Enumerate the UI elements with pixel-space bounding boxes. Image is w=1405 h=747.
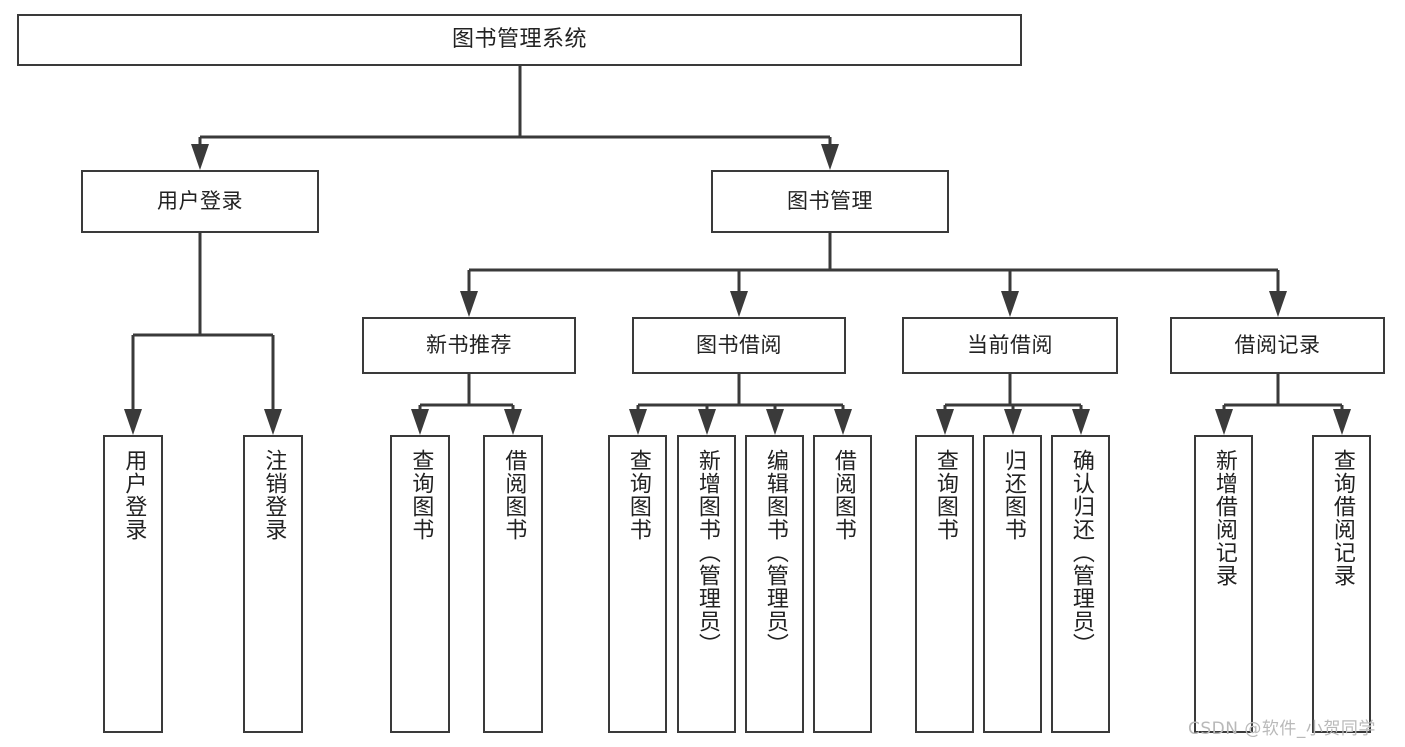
node-book-borrow[interactable]: 图书借阅 bbox=[632, 317, 846, 374]
node-leaf-query-book-new[interactable]: 查询图书 bbox=[390, 435, 450, 733]
arrow-head-leaf-logout bbox=[264, 409, 282, 435]
arrow-head-leaf-query-book-new bbox=[411, 409, 429, 435]
node-label: 借阅图书 bbox=[830, 449, 856, 541]
node-label: 借阅记录 bbox=[1234, 333, 1321, 358]
arrow-head-leaf-edit-book bbox=[766, 409, 784, 435]
arrow-head-leaf-add-book bbox=[698, 409, 716, 435]
node-label: 新书推荐 bbox=[426, 333, 512, 358]
node-user-login[interactable]: 用户登录 bbox=[81, 170, 319, 233]
arrow-head-leaf-borrow-book-new bbox=[504, 409, 522, 435]
node-label: 查询图书 bbox=[932, 449, 958, 541]
node-leaf-query-record[interactable]: 查询借阅记录 bbox=[1312, 435, 1371, 733]
arrow-head-leaf-return-book bbox=[1004, 409, 1022, 435]
arrow-head-leaf-user-login bbox=[124, 409, 142, 435]
arrow-head-user-login bbox=[191, 144, 209, 170]
node-label: 注销登录 bbox=[261, 449, 287, 541]
node-label: 查询图书 bbox=[408, 449, 434, 541]
node-leaf-logout[interactable]: 注销登录 bbox=[243, 435, 303, 733]
arrow-head-leaf-confirm-return bbox=[1072, 409, 1090, 435]
arrow-head-leaf-add-record bbox=[1215, 409, 1233, 435]
node-label: 图书借阅 bbox=[696, 333, 782, 358]
arrow-head-leaf-query-book-current bbox=[936, 409, 954, 435]
node-label: 查询借阅记录 bbox=[1329, 449, 1355, 587]
csdn-watermark: CSDN @软件_小贺同学 bbox=[1188, 719, 1376, 739]
node-label: 图书管理 bbox=[787, 189, 873, 214]
node-leaf-borrow-book-new[interactable]: 借阅图书 bbox=[483, 435, 543, 733]
node-label: 编辑图书（管理员） bbox=[762, 449, 788, 656]
node-label: 新增图书（管理员） bbox=[694, 449, 720, 656]
arrow-head-borrow-record bbox=[1269, 291, 1287, 317]
arrow-head-book-borrow bbox=[730, 291, 748, 317]
node-label: 借阅图书 bbox=[501, 449, 527, 541]
arrow-head-leaf-query-record bbox=[1333, 409, 1351, 435]
node-label: 用户登录 bbox=[157, 189, 243, 214]
node-book-management[interactable]: 图书管理 bbox=[711, 170, 949, 233]
node-leaf-add-record[interactable]: 新增借阅记录 bbox=[1194, 435, 1253, 733]
arrow-head-current-borrow bbox=[1001, 291, 1019, 317]
node-label: 确认归还（管理员） bbox=[1068, 449, 1094, 656]
node-root[interactable]: 图书管理系统 bbox=[17, 14, 1022, 66]
arrow-head-new-book-recommend bbox=[460, 291, 478, 317]
node-label: 图书管理系统 bbox=[451, 27, 587, 53]
node-new-book-recommend[interactable]: 新书推荐 bbox=[362, 317, 576, 374]
node-leaf-query-book-current[interactable]: 查询图书 bbox=[915, 435, 974, 733]
node-leaf-edit-book[interactable]: 编辑图书（管理员） bbox=[745, 435, 804, 733]
arrow-head-book-management bbox=[821, 144, 839, 170]
node-label: 查询图书 bbox=[625, 449, 651, 541]
node-leaf-return-book[interactable]: 归还图书 bbox=[983, 435, 1042, 733]
node-leaf-user-login[interactable]: 用户登录 bbox=[103, 435, 163, 733]
node-leaf-add-book[interactable]: 新增图书（管理员） bbox=[677, 435, 736, 733]
node-label: 归还图书 bbox=[1000, 449, 1026, 541]
node-current-borrow[interactable]: 当前借阅 bbox=[902, 317, 1118, 374]
node-label: 用户登录 bbox=[121, 449, 147, 541]
node-leaf-borrow-book[interactable]: 借阅图书 bbox=[813, 435, 872, 733]
arrow-head-leaf-borrow-book bbox=[834, 409, 852, 435]
node-label: 当前借阅 bbox=[967, 333, 1053, 358]
node-leaf-confirm-return[interactable]: 确认归还（管理员） bbox=[1051, 435, 1110, 733]
node-borrow-record[interactable]: 借阅记录 bbox=[1170, 317, 1385, 374]
node-leaf-query-book-borrow[interactable]: 查询图书 bbox=[608, 435, 667, 733]
node-label: 新增借阅记录 bbox=[1211, 449, 1237, 587]
arrow-head-leaf-query-book-borrow bbox=[629, 409, 647, 435]
